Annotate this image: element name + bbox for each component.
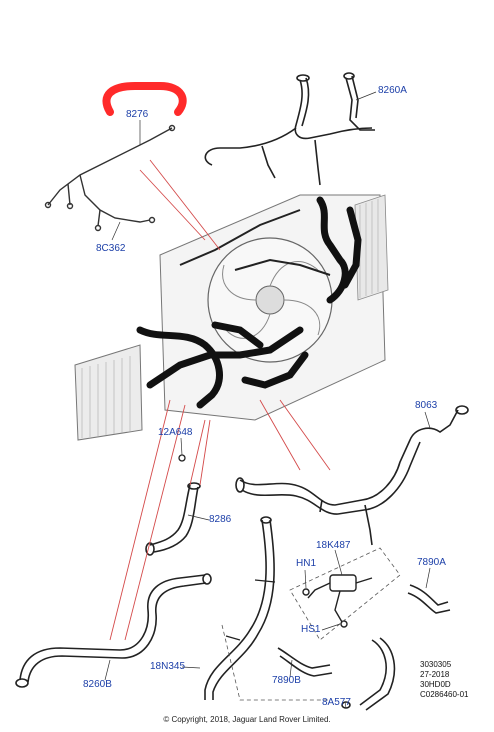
leader-lines xyxy=(109,159,331,641)
callout-8260A: 8260A xyxy=(378,85,407,96)
hose-8286 xyxy=(145,482,201,556)
hose-8063 xyxy=(235,405,469,546)
radiator xyxy=(74,194,389,441)
hose-18N345 xyxy=(204,516,276,700)
callout-8C362: 8C362 xyxy=(96,243,126,254)
callout-8276: 8276 xyxy=(126,109,149,120)
hose-8A577 xyxy=(341,637,396,711)
callout-8286: 8286 xyxy=(209,514,232,525)
hose-7890A xyxy=(407,584,451,614)
clip-12A648 xyxy=(178,454,186,462)
callout-8A577: 8A577 xyxy=(322,697,351,708)
callout-8260B: 8260B xyxy=(83,679,112,690)
harness-8276 xyxy=(44,124,176,232)
hose-8260A xyxy=(204,72,375,186)
reference-line-3: 30HD0D xyxy=(420,680,451,689)
hose-8260B xyxy=(15,573,212,688)
callout-HN1: HN1 xyxy=(296,558,317,569)
group-outline xyxy=(221,547,401,701)
callout-lines xyxy=(104,91,431,709)
valve-18K487 xyxy=(302,574,373,628)
callout-18N345: 18N345 xyxy=(150,661,186,672)
callout-HS1: HS1 xyxy=(301,624,321,635)
highlight-marker xyxy=(102,82,187,116)
reference-line-2: 27-2018 xyxy=(420,670,450,679)
copyright-notice: © Copyright, 2018, Jaguar Land Rover Lim… xyxy=(163,715,331,724)
reference-block: 3030305 27-2018 30HD0D C0286460-01 xyxy=(420,660,468,700)
callout-8063: 8063 xyxy=(415,400,438,411)
radiator-pipes xyxy=(179,209,331,276)
callout-18K487: 18K487 xyxy=(316,540,351,551)
callout-7890A: 7890A xyxy=(417,557,446,568)
reference-line-1: 3030305 xyxy=(420,660,452,669)
hose-7890B xyxy=(277,647,333,677)
callout-7890B: 7890B xyxy=(272,675,301,686)
reference-line-4: C0286460-01 xyxy=(420,690,469,699)
callout-12A648: 12A648 xyxy=(158,427,193,438)
radiator-hoses xyxy=(136,196,362,409)
